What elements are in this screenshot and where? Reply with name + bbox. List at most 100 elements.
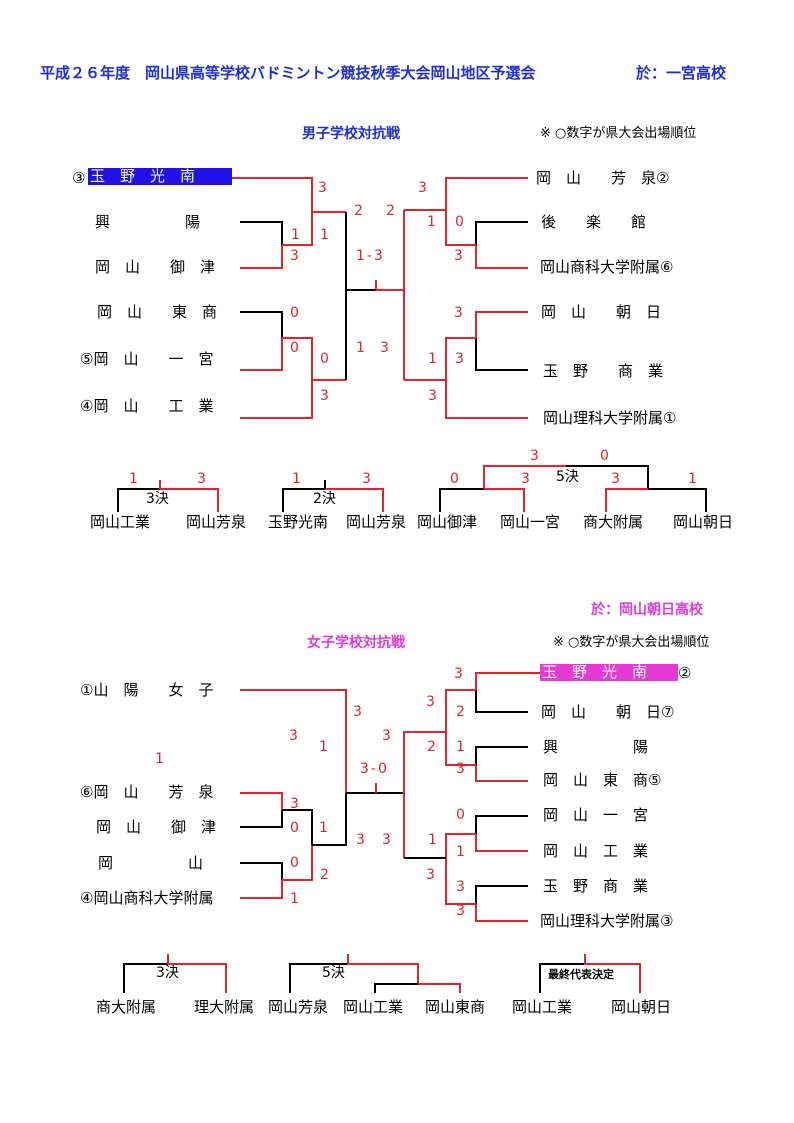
girls-team-okayama: 岡 山 (98, 854, 204, 872)
score: 3 (418, 180, 429, 196)
score: 1 (456, 844, 467, 860)
score: 1 (319, 739, 330, 755)
score: 0 (456, 807, 467, 823)
score: 3 (380, 340, 391, 356)
score: 1 (456, 739, 467, 755)
boys-fifth-team: 岡山朝日 (673, 513, 734, 531)
girls-team-ridai-fuzoku: 岡山理科大学附属③ (540, 912, 674, 930)
girls-final-rep-label: 最終代表決定 (548, 968, 614, 981)
girls-fifth-team: 岡山工業 (343, 998, 404, 1016)
girls-fifth-team: 岡山東商 (425, 998, 486, 1016)
venue-boys: 於：一宮高校 (636, 64, 727, 82)
score: 3 (197, 471, 208, 487)
score: 3 (318, 180, 329, 196)
boys-team-seed-mark: ③ (72, 169, 86, 187)
score: 3 (356, 832, 367, 848)
boys-team-ridai-fuzoku: 岡山理科大学附属① (543, 409, 677, 427)
score: 3 (428, 388, 439, 404)
boys-third-team-b: 岡山芳泉 (186, 513, 247, 531)
boys-second-team-b: 岡山芳泉 (346, 513, 407, 531)
boys-team-okayama-higashisho: 岡 山 東 商 (97, 303, 218, 321)
girls-third-place-label: 3決 (156, 965, 179, 981)
score: 1 (155, 751, 166, 767)
score: 0 (450, 471, 461, 487)
score: 3 (530, 448, 541, 464)
girls-fifth-place-label: 5決 (322, 965, 345, 981)
score: 1-3 (356, 248, 385, 264)
score: 3 (611, 471, 622, 487)
score: 2 (456, 704, 467, 720)
girls-final-team-b: 岡山朝日 (611, 998, 672, 1016)
girls-team-okayama-hosen: ⑥岡 山 芳 泉 (80, 783, 214, 801)
girls-team-sanyo-joshi: ①山 陽 女 子 (80, 681, 214, 699)
score: 1 (427, 214, 438, 230)
boys-team-tamano-shogyo: 玉 野 商 業 (543, 362, 664, 380)
score: 0 (290, 305, 301, 321)
boys-fifth-team: 岡山御津 (417, 513, 478, 531)
score: 2 (320, 867, 331, 883)
girls-note: ※ ○数字が県大会出場順位 (553, 635, 710, 650)
score: 3 (456, 761, 467, 777)
boys-team-okayama-ichinomiya: ⑤岡 山 一 宮 (80, 350, 214, 368)
score: 1 (688, 471, 699, 487)
boys-note: ※ ○数字が県大会出場順位 (540, 126, 697, 141)
score: 3 (456, 879, 467, 895)
score: 1 (428, 832, 439, 848)
score: 3 (426, 867, 437, 883)
boys-second-team-a: 玉野光南 (268, 513, 329, 531)
score: 3 (320, 388, 331, 404)
score: 3 (290, 248, 301, 264)
score: 2 (354, 203, 365, 219)
score: 0 (290, 340, 301, 356)
score: 0 (290, 820, 301, 836)
score: 3 (290, 796, 301, 812)
score: 0 (600, 448, 611, 464)
score: 3 (456, 903, 467, 919)
score: 1 (356, 340, 367, 356)
boys-fifth-place-label: 5決 (556, 469, 579, 485)
score: 1 (320, 227, 331, 243)
score: 3 (289, 728, 300, 744)
score: 1 (319, 820, 330, 836)
boys-fifth-team: 岡山一宮 (500, 513, 561, 531)
boys-team-okayama-mitsu: 岡 山 御 津 (95, 258, 216, 276)
boys-fifth-team: 商大附属 (583, 513, 644, 531)
score: 3-0 (360, 761, 389, 777)
boys-third-team-a: 岡山工業 (90, 513, 151, 531)
score: 3 (454, 248, 465, 264)
girls-team-shodai-fuzoku: ④岡山商科大学附属 (80, 889, 214, 907)
girls-third-team-a: 商大附属 (96, 998, 157, 1016)
score: 1 (291, 227, 302, 243)
venue-girls: 於：岡山朝日高校 (591, 602, 703, 618)
score: 1 (129, 471, 140, 487)
boys-team-okayama-hosen: 岡 山 芳 泉② (536, 169, 670, 187)
score: 3 (382, 832, 393, 848)
boys-team-okayama-asahi: 岡 山 朝 日 (541, 303, 662, 321)
boys-team-tamano-konan: 玉 野 光 南 (88, 168, 232, 185)
boys-team-koyo: 興 陽 (95, 213, 201, 231)
score: 3 (426, 694, 437, 710)
boys-section-title: 男子学校対抗戦 (302, 126, 400, 142)
girls-team-okayama-asahi: 岡 山 朝 日⑦ (541, 703, 675, 721)
girls-seed-mark: ② (678, 664, 692, 682)
girls-team-okayama-mitsu: 岡 山 御 津 (96, 818, 217, 836)
girls-team-koyo: 興 陽 (543, 738, 649, 756)
girls-fifth-team: 岡山芳泉 (268, 998, 329, 1016)
score: 1 (292, 471, 303, 487)
score: 3 (454, 305, 465, 321)
girls-team-okayama-kogyo: 岡 山 工 業 (543, 842, 649, 860)
score: 0 (290, 855, 301, 871)
score: 3 (455, 351, 466, 367)
boys-second-place-label: 2決 (313, 491, 336, 507)
girls-final-team-a: 岡山工業 (512, 998, 573, 1016)
boys-team-shodai-fuzoku: 岡山商科大学附属⑥ (540, 258, 674, 276)
girls-team-okayama-higashisho: 岡 山 東 商⑤ (543, 771, 662, 789)
score: 3 (454, 666, 465, 682)
score: 3 (382, 728, 393, 744)
girls-section-title: 女子学校対抗戦 (307, 635, 405, 651)
